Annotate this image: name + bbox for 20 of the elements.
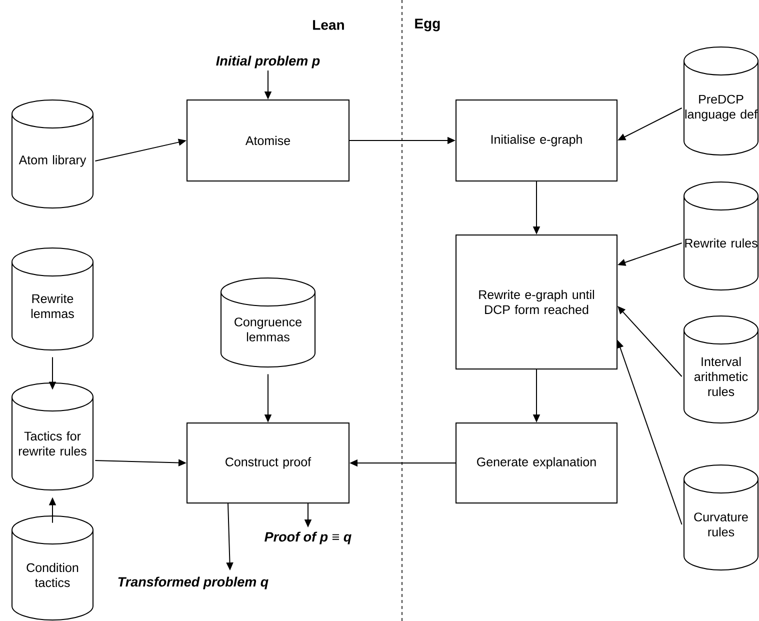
database-cylinder: Condition tactics: [12, 516, 94, 620]
process-box: Rewrite e-graph until DCP form reached: [456, 234, 618, 370]
database-cylinder: Curvature rules: [684, 464, 759, 570]
process-box: Initialise e-graph: [456, 100, 618, 182]
database-cylinder: Congruence lemmas: [220, 278, 316, 368]
annotation-text: Initial problem p: [216, 56, 320, 68]
annotation-text: Proof of p ≡ q: [264, 532, 352, 544]
process-box: Atomise: [186, 100, 350, 182]
database-cylinder: Atom library: [12, 100, 94, 208]
database-cylinder: Rewrite lemmas: [12, 248, 94, 350]
column-heading: Lean: [313, 20, 344, 30]
arrow: [618, 306, 682, 377]
database-cylinder: Interval arithmetic rules: [684, 316, 759, 424]
column-heading: Egg: [415, 18, 440, 32]
database-cylinder: Rewrite rules: [684, 182, 759, 290]
annotation-text: Transformed problem q: [118, 576, 268, 590]
process-box: Generate explanation: [456, 422, 618, 504]
database-cylinder: Tactics for rewrite rules: [12, 382, 94, 490]
process-box: Construct proof: [186, 422, 350, 504]
database-cylinder: PreDCP language def: [684, 46, 759, 156]
